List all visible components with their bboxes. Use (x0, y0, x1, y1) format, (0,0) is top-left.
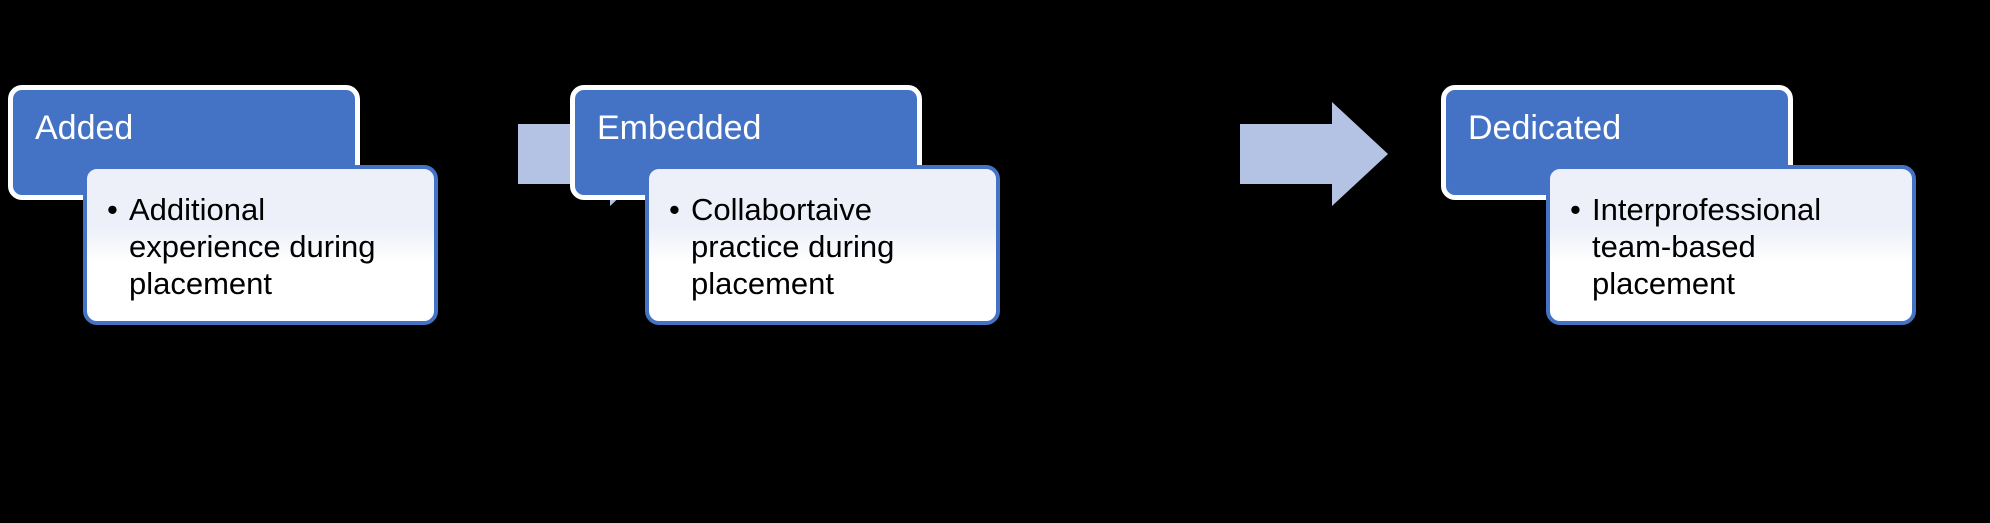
stage-dedicated-content[interactable]: Interprofessional team-based placement (1546, 165, 1916, 325)
stage-embedded-bullet-list: Collabortaive practice during placement (669, 191, 986, 302)
stage-embedded[interactable]: Embedded Collabortaive practice during p… (570, 0, 1170, 523)
stage-added-title: Added (35, 109, 134, 147)
list-item: Interprofessional team-based placement (1570, 191, 1902, 302)
stage-embedded-title: Embedded (597, 109, 762, 147)
stage-dedicated-bullet-list: Interprofessional team-based placement (1570, 191, 1902, 302)
stage-dedicated[interactable]: Dedicated Interprofessional team-based p… (1138, 0, 1916, 523)
list-item: Collabortaive practice during placement (669, 191, 986, 302)
right-block-arrow-icon (1240, 102, 1388, 206)
stage-dedicated-title: Dedicated (1468, 109, 1622, 147)
stage-embedded-content[interactable]: Collabortaive practice during placement (645, 165, 1000, 325)
list-item: Additional experience during placement (107, 191, 424, 302)
stage-added-content[interactable]: Additional experience during placement (83, 165, 438, 325)
stage-added-bullet-list: Additional experience during placement (107, 191, 424, 302)
stage-added[interactable]: Added Additional experience during place… (8, 0, 608, 523)
